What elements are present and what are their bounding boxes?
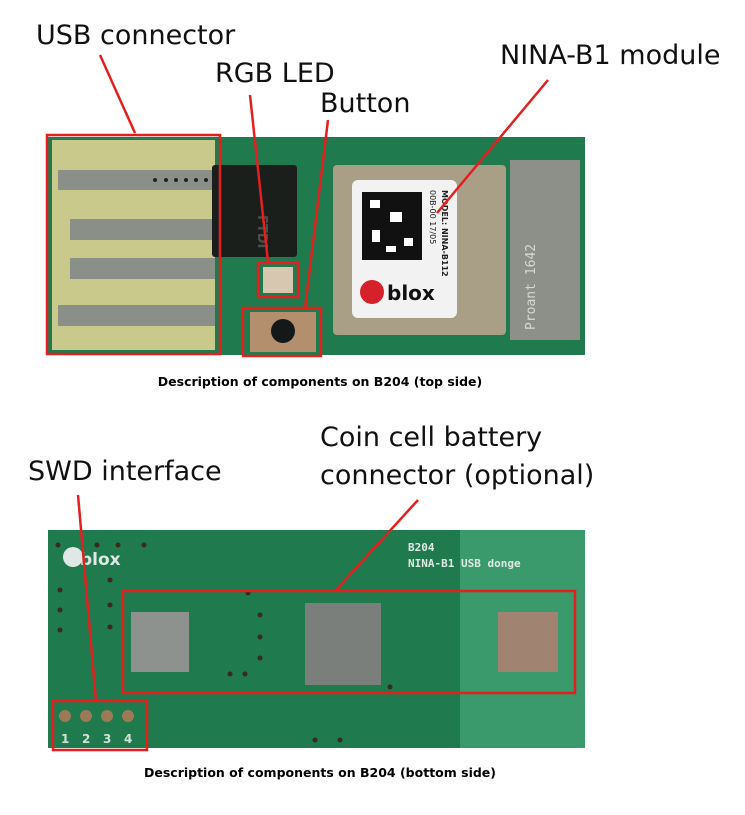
module-code: 00B-00 17/05 [428, 190, 437, 244]
top-highlights [45, 54, 549, 358]
label-swd: SWD interface [28, 456, 222, 487]
swd-leader [76, 494, 98, 702]
antenna-marking: Proant 1642 [524, 244, 539, 330]
usb-traces [58, 170, 215, 326]
coin-cell-box [121, 589, 577, 695]
battery-pad-3 [498, 612, 558, 672]
bottom-brand: blox [80, 550, 121, 570]
pin-1: 1 [61, 732, 69, 746]
rgb-led-leader [248, 94, 270, 263]
pin-2: 2 [82, 732, 90, 746]
button-box [241, 306, 323, 358]
caption-bottom: Description of components on B204 (botto… [143, 765, 496, 780]
battery-pad-1 [131, 612, 189, 672]
battery-pad-2 [305, 603, 381, 685]
label-rgb-led: RGB LED [215, 58, 335, 89]
board-id: B204 [408, 541, 435, 554]
button-leader [303, 119, 330, 309]
swd-pads [59, 710, 134, 722]
ftdi-chip [212, 165, 297, 257]
module-brand: blox [387, 281, 435, 305]
usb-connector-leader [98, 54, 137, 134]
antenna [510, 160, 580, 340]
coin-cell-leader [334, 499, 419, 592]
label-module: NINA-B1 module [500, 40, 721, 71]
swd-box [51, 699, 149, 752]
rgb-led [263, 267, 293, 293]
ublox-logo-icon [360, 280, 384, 304]
label-usb-connector: USB connector [36, 20, 236, 51]
label-coin-cell-1: Coin cell battery [320, 422, 543, 453]
button-cap [271, 319, 295, 343]
label-button: Button [320, 88, 411, 119]
board-name: NINA-B1 USB donge [408, 557, 521, 570]
usb-connector-box [45, 133, 222, 356]
module-leader [436, 79, 549, 214]
rgb-led-box [256, 261, 300, 299]
pin-4: 4 [124, 732, 132, 746]
usb-holes [153, 178, 208, 182]
bottom-highlights [51, 494, 577, 752]
swd-pin-labels: 1 2 3 4 [61, 732, 132, 746]
ublox-logo-icon-bottom [63, 547, 83, 567]
label-coin-cell-2: connector (optional) [320, 460, 595, 491]
module-model: MODEL: NINA-B112 [440, 190, 449, 277]
pin-3: 3 [103, 732, 111, 746]
caption-top: Description of components on B204 (top s… [157, 374, 483, 389]
